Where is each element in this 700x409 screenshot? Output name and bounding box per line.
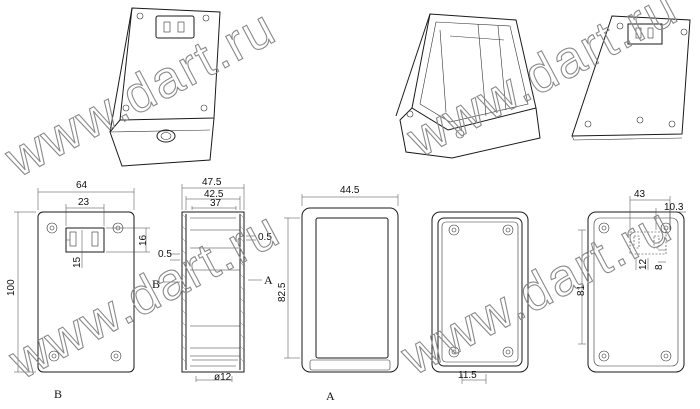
dim-47-5: 47.5 xyxy=(202,177,222,188)
dim-44-5: 44.5 xyxy=(340,185,360,196)
dim-16: 16 xyxy=(138,234,149,246)
front-view-b xyxy=(14,188,150,373)
watermark-bottom-right: www.dart.ru xyxy=(392,196,682,387)
box-top-view xyxy=(431,211,529,384)
section-view-side xyxy=(164,184,262,382)
dim-100: 100 xyxy=(6,279,17,296)
label-front-b: B xyxy=(54,387,62,401)
dim-10-3: 10.3 xyxy=(664,202,684,213)
dim-15: 15 xyxy=(72,256,83,268)
section-mark-b: B xyxy=(152,277,160,291)
label-bottom-a: A xyxy=(326,389,335,403)
dim-42-5: 42.5 xyxy=(204,189,224,200)
dim-11-5: 11.5 xyxy=(458,370,477,381)
iso-open-box xyxy=(395,13,541,159)
watermark-bottom-left: www.dart.ru xyxy=(0,200,289,391)
section-mark-a: A xyxy=(264,273,273,287)
dim-37: 37 xyxy=(210,198,222,209)
dim-43: 43 xyxy=(634,189,646,200)
iso-lid-plate xyxy=(571,15,691,141)
dim-0-5-left: 0.5 xyxy=(158,249,172,260)
dim-12: 12 xyxy=(638,258,649,270)
lid-view-a xyxy=(284,194,399,373)
bottom-view xyxy=(578,196,686,373)
iso-closed-box xyxy=(109,7,221,167)
dim-dia-12: ø12 xyxy=(214,372,232,383)
dim-82-5: 82.5 xyxy=(277,282,288,302)
watermark-top-left: www.dart.ru xyxy=(0,0,285,189)
watermark-top-right: www.dart.ru xyxy=(398,0,688,169)
dim-23: 23 xyxy=(78,197,90,208)
dim-0-5-right: 0.5 xyxy=(258,232,272,243)
dim-64: 64 xyxy=(76,180,88,191)
dim-8: 8 xyxy=(654,264,665,270)
dim-81: 81 xyxy=(576,284,587,296)
